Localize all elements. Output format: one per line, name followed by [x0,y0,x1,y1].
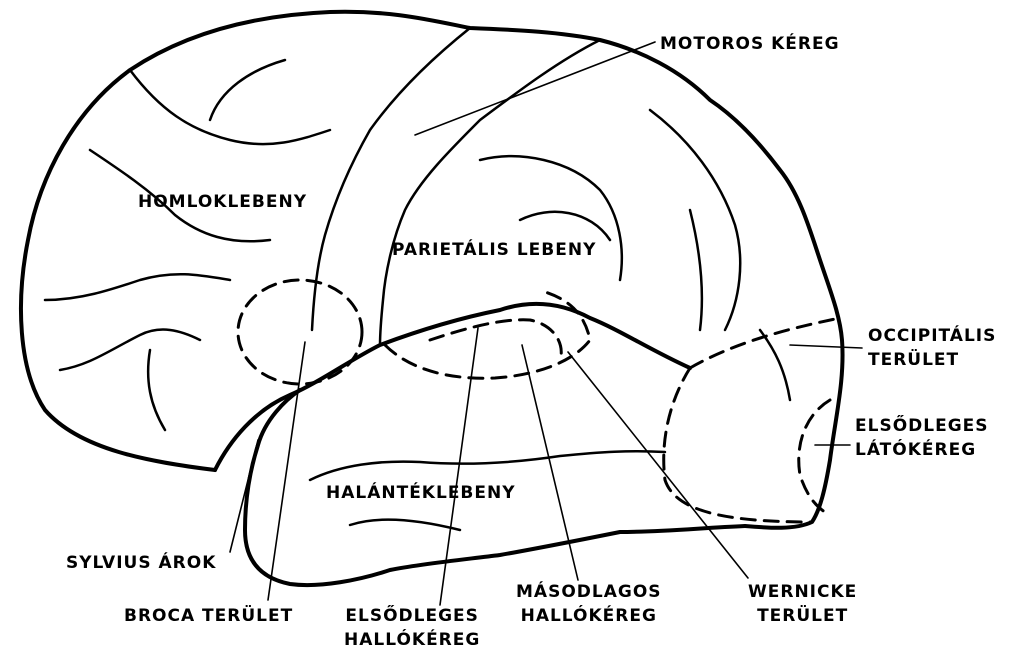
occipital-area-boundary [664,318,840,522]
frontal-sulcus-4 [60,330,200,370]
label-primary-visual-cortex: ELSŐDLEGESLÁTÓKÉREG [855,414,989,462]
parietal-sulcus-2 [520,212,610,240]
label-secondary-auditory-cortex: MÁSODLAGOSHALLÓKÉREG [516,580,662,628]
leader-motor-cortex [415,42,655,135]
label-broca-area: BROCA TERÜLET [124,604,293,628]
temporal-sulcus-1 [310,451,665,480]
temporal-sulcus-2 [350,520,460,530]
leader-wernicke [568,352,748,578]
label-sylvian-fissure: SYLVIUS ÁROK [66,551,216,575]
precentral-sulcus [312,28,470,330]
central-sulcus [380,40,600,345]
primary-visual-boundary [799,400,830,515]
label-parietal-lobe: PARIETÁLIS LEBENY [392,238,596,262]
label-occipital-area: OCCIPITÁLISTERÜLET [868,324,996,372]
leader-occipital [790,345,862,348]
frontal-sulcus-1 [130,70,330,144]
frontal-sulcus-5 [148,350,165,430]
label-temporal-lobe: HALÁNTÉKLEBENY [326,481,516,505]
leader-broca [268,342,305,600]
parietal-sulcus-3 [650,110,740,330]
secondary-auditory-boundary [430,320,561,360]
label-frontal-lobe: HOMLOKLEBENY [138,190,307,214]
label-motor-cortex: MOTOROS KÉREG [660,32,840,56]
label-primary-auditory-cortex: ELSŐDLEGESHALLÓKÉREG [344,604,480,652]
broca-area-boundary [238,280,362,384]
occipital-sulcus-1 [760,330,790,400]
leader-primary-auditory [440,328,478,605]
frontal-sulcus-6 [210,60,285,120]
label-wernicke-area: WERNICKETERÜLET [748,580,857,628]
parietal-sulcus-4 [690,210,702,330]
frontal-sulcus-3 [45,274,230,300]
sylvian-fissure-line [215,304,690,470]
